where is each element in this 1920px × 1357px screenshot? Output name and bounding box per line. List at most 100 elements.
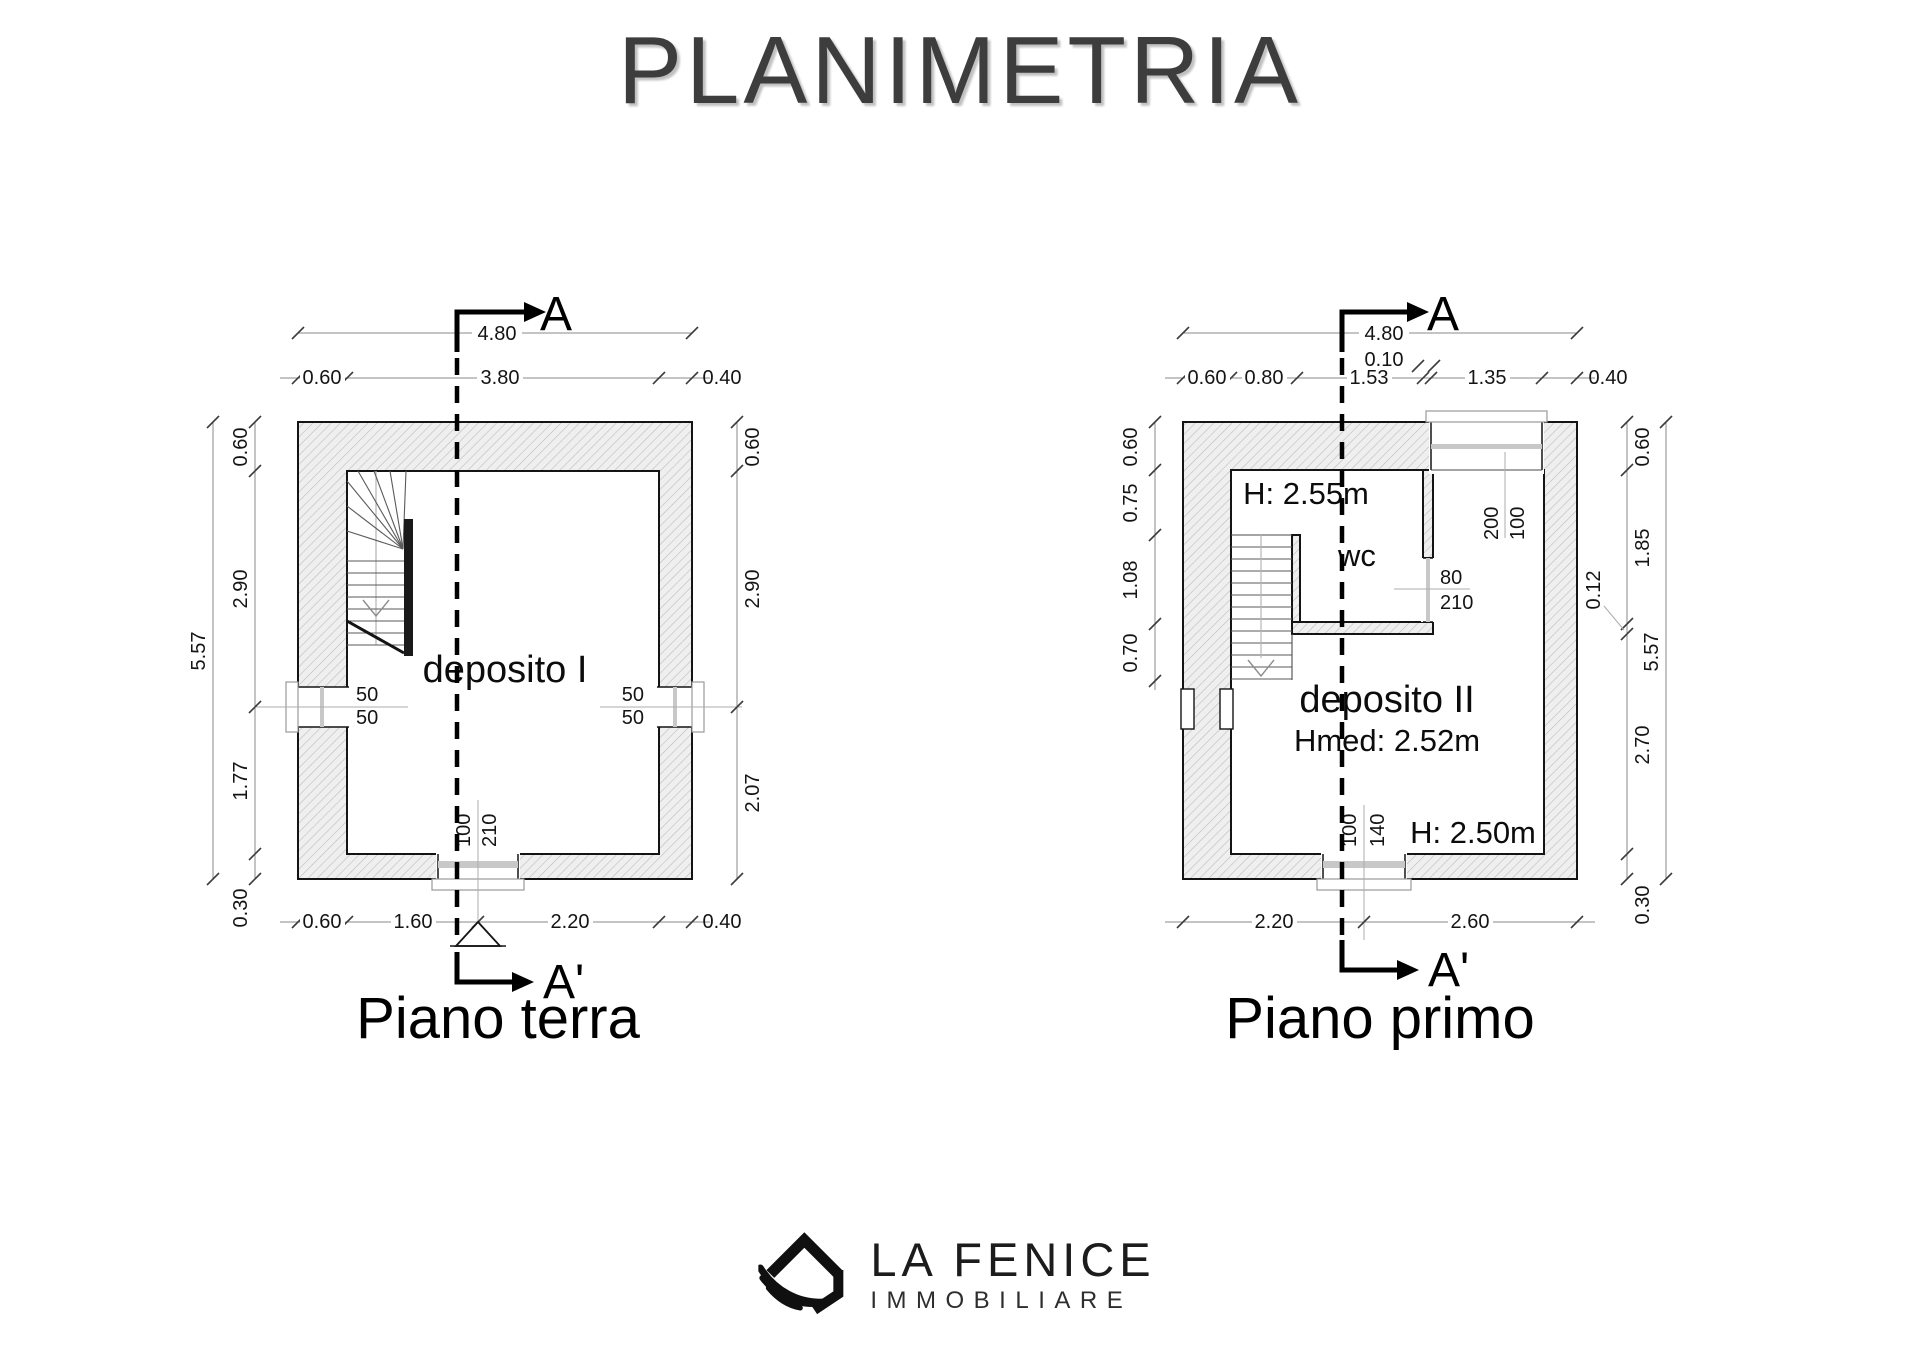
pt-dim-overall-height: 5.57 [188,415,220,886]
pp-wc-wall-right [1422,469,1434,559]
pt-dim-557: 5.57 [188,632,210,671]
pp-dim-top-5: 0.40 [1589,367,1628,389]
pt-dim-bottom-2: 2.20 [551,911,590,933]
pt-window-right: 50 50 [600,681,742,733]
pt-door-height: 210 [479,814,501,847]
pt-section-label-a1: A' [543,956,584,1009]
pp-wc-door-width: 80 [1440,567,1462,589]
logo-subtitle: IMMOBILIARE [870,1287,1133,1315]
pp-dim-left-segments: 0.60 0.75 1.08 0.70 [1120,415,1162,690]
pp-dim-overall-height: 5.57 [1641,415,1673,886]
pp-dim-bottom-0: 2.20 [1255,911,1294,933]
pt-window-left: 50 50 [256,681,408,733]
pp-bottom-door-width: 100 [1339,814,1361,847]
pp-dim-right-segments: 0.60 1.85 0.12 2.70 0.30 [1583,415,1654,925]
pp-dim-top-segments: 0.60 0.80 1.53 0.10 1.35 0.40 [1165,349,1627,389]
pp-dim-top-3: 0.10 [1365,349,1404,371]
pt-dim-bottom-segments: 0.60 1.60 2.20 0.40 [280,911,741,933]
pt-window-right-height: 50 [622,707,644,729]
pp-dim-bottom-segments: 2.20 2.60 [1165,911,1595,933]
pt-stair [346,470,413,656]
pt-dim-bottom-0: 0.60 [303,911,342,933]
pt-dim-left-segments: 0.60 2.90 1.77 0.30 [230,415,262,928]
pt-dim-top-0: 0.60 [303,367,342,389]
piano-terra-title: Piano terra [356,986,640,1051]
pp-wc-door-height: 210 [1440,592,1473,614]
pp-dim-480: 4.80 [1365,323,1404,345]
pp-right-height-label: H: 2.50m [1410,815,1536,850]
pp-walls [1182,421,1578,880]
pt-dim-left-3: 0.30 [230,889,252,928]
pt-window-left-height: 50 [356,707,378,729]
pt-room-label: deposito I [423,649,588,691]
pp-bottom-door-height: 140 [1367,814,1389,847]
pp-wc-door: 80 210 [1394,557,1473,623]
pp-top-window: 200 100 [1425,410,1548,540]
pp-dim-top-2: 1.53 [1350,367,1389,389]
pp-dim-left-2: 1.08 [1120,561,1142,600]
pp-top-window-height: 200 [1481,507,1503,540]
pt-section-label-a: A [540,288,572,341]
pt-dim-overall-width: 4.80 [291,323,699,345]
pp-wc-wall-left [1291,534,1301,635]
pt-dim-right-1: 2.90 [742,570,764,609]
pp-bottom-door: 100 140 [1316,805,1412,940]
pp-dim-right-0: 0.60 [1632,428,1654,467]
pp-dim-left-3: 0.70 [1120,634,1142,673]
pt-dim-bottom-1: 1.60 [394,911,433,933]
piano-primo-plan: 80 210 200 100 [1120,288,1673,997]
pt-dim-top-segments: 0.60 3.80 0.40 [280,367,741,389]
pp-dim-top-4: 1.35 [1468,367,1507,389]
pt-section-arrow-top [454,309,524,352]
pp-wc-height-label: H: 2.55m [1243,476,1369,511]
pt-window-right-width: 50 [622,684,644,706]
pt-dim-top-2: 0.40 [703,367,742,389]
pp-section-label-a: A [1427,288,1459,341]
pp-dim-right-1: 1.85 [1632,529,1654,568]
pt-dim-right-0: 0.60 [742,428,764,467]
pp-dim-top-1: 0.80 [1245,367,1284,389]
pp-dim-right-2: 0.12 [1583,571,1605,610]
pp-dim-right-3: 2.70 [1632,726,1654,765]
pp-top-window-width: 100 [1507,507,1529,540]
pt-dim-right-segments: 0.60 2.90 2.07 [730,415,764,886]
pt-stair-rail [404,519,413,656]
pt-dim-480: 4.80 [478,323,517,345]
pt-dim-top-1: 3.80 [481,367,520,389]
pt-dim-left-1: 2.90 [230,570,252,609]
pp-dim-top-0: 0.60 [1188,367,1227,389]
pp-dim-557: 5.57 [1641,633,1663,672]
pp-dim-left-0: 0.60 [1120,428,1142,467]
phoenix-house-icon [758,1232,844,1315]
pp-left-wall-niche-inner [1219,688,1234,730]
pp-dim-right-4: 0.30 [1632,886,1654,925]
pp-left-wall-niche-outer [1180,688,1195,730]
piano-primo-title: Piano primo [1225,986,1535,1051]
logo-name: LA FENICE [870,1232,1156,1286]
pt-dim-bottom-3: 0.40 [703,911,742,933]
pt-dim-right-2: 2.07 [742,774,764,813]
pt-window-left-width: 50 [356,684,378,706]
pp-stair-direction-arrow [1247,659,1275,678]
pt-entrance-door: 100 210 [431,800,525,940]
pp-room-height-label: Hmed: 2.52m [1294,723,1480,758]
piano-terra-plan: 50 50 50 50 100 [188,288,764,1009]
pp-stair [1231,534,1293,680]
pt-stair-direction-arrow [362,599,390,618]
pp-section-line: A A' [1339,288,1469,997]
pp-dim-overall-width: 4.80 [1176,323,1584,345]
pt-entrance-triangle [450,920,506,947]
pp-section-arrow-top [1339,309,1407,352]
pp-section-label-a1: A' [1428,944,1469,997]
pt-section-arrow-bottom [454,952,512,985]
pp-section-arrow-bottom [1339,940,1397,973]
pp-wc-wall-bottom [1291,621,1434,635]
pt-section-line: A A' [450,288,584,1009]
page-title: PLANIMETRIA [617,17,1303,124]
pt-dim-left-2: 1.77 [230,762,252,801]
agency-logo: LA FENICE IMMOBILIARE [758,1232,1155,1318]
pp-dim-left-1: 0.75 [1120,484,1142,523]
pt-dim-left-0: 0.60 [230,428,252,467]
